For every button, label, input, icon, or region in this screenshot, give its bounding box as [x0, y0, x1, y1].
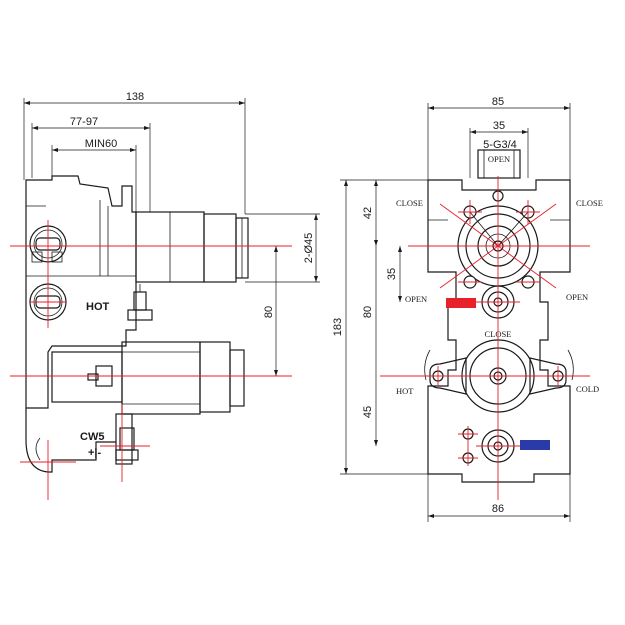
- cold-indicator: [520, 440, 550, 450]
- dim-lower-spacing: 45: [362, 376, 378, 446]
- dim-mid-spacing: 80: [362, 246, 377, 376]
- dim-min-depth: MIN60: [51, 138, 137, 212]
- cw5-marking: CW5: [80, 431, 104, 443]
- dim-label-42: 42: [362, 207, 374, 219]
- open-right-label: OPEN: [566, 292, 588, 302]
- dim-cartridge-diameter: 2-Ø45: [245, 213, 320, 283]
- dim-overall-height: 183: [332, 179, 428, 475]
- side-view: 138 77-97 MIN60: [10, 91, 320, 500]
- dim-label-80-side: 80: [263, 306, 275, 318]
- dim-top-width: 85: [427, 96, 571, 180]
- hot-fitting-bolt: [127, 284, 153, 321]
- dim-top-offset: 42: [362, 180, 378, 246]
- thread-label: 5-G3/4: [483, 139, 517, 151]
- side-centerlines: [10, 220, 292, 500]
- close-right-label: CLOSE: [576, 198, 603, 208]
- dim-label-35-side: 35: [386, 268, 398, 280]
- dim-wall-depth: 77-97: [31, 116, 151, 212]
- dim-label-138: 138: [126, 91, 144, 103]
- dim-label-85: 85: [492, 96, 504, 108]
- dim-label-80-front: 80: [362, 306, 374, 318]
- hot-indicator: [446, 298, 476, 308]
- dim-label-2-d45: 2-Ø45: [303, 233, 315, 264]
- upper-cartridge-side: [135, 211, 249, 283]
- cold-fitting-bolt: [115, 427, 139, 461]
- open-left-label: OPEN: [405, 294, 427, 304]
- cold-label: COLD: [576, 384, 599, 394]
- dim-upper-spacing: 35: [386, 246, 402, 302]
- dim-label-35-top: 35: [493, 120, 505, 132]
- valve-body-side: [25, 175, 137, 473]
- dim-label-77-97: 77-97: [70, 116, 98, 128]
- dim-label-86: 86: [492, 503, 504, 515]
- open-top-label: OPEN: [488, 154, 510, 164]
- dim-label-183: 183: [332, 318, 344, 336]
- dim-label-45: 45: [362, 406, 374, 418]
- dim-label-min60: MIN60: [85, 138, 117, 150]
- dim-outlet-spacing: 80: [263, 246, 278, 376]
- hot-marking: HOT: [86, 301, 110, 313]
- close-left-label: CLOSE: [396, 198, 423, 208]
- rotation-arcs: [424, 349, 574, 381]
- top-outlet-boss: OPEN: [477, 149, 521, 179]
- dim-port-width: 35 5-G3/4: [469, 120, 529, 178]
- front-centerlines: [380, 176, 590, 500]
- dim-bottom-width: 86: [427, 474, 571, 522]
- dim-overall-width: 138: [23, 91, 246, 214]
- plus-minus-marking: +|-: [88, 447, 102, 459]
- front-view: 85 35 5-G3/4 OPEN: [332, 96, 603, 522]
- lower-cartridge-side: [51, 341, 245, 415]
- hot-label: HOT: [396, 386, 414, 396]
